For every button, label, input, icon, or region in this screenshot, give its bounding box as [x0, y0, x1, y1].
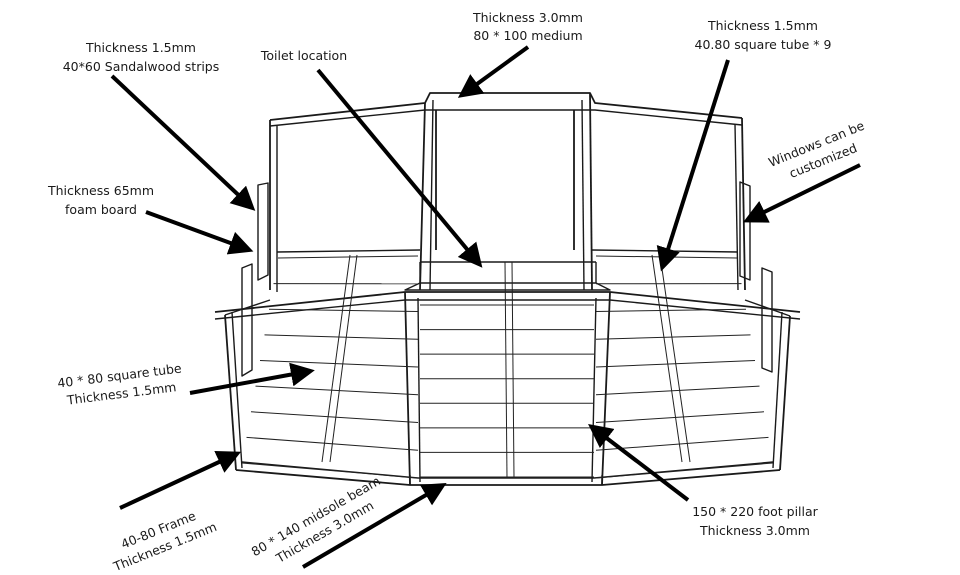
- callout-top-right-line1: Thickness 1.5mm: [707, 18, 818, 33]
- arrow-square-tube: [189, 362, 315, 395]
- floor-joist: [659, 254, 691, 463]
- floor-slat: [250, 411, 419, 423]
- floor-slat: [255, 385, 419, 396]
- floor-slats: [241, 254, 774, 479]
- floor-joist: [651, 254, 683, 463]
- floor-slat: [264, 334, 419, 340]
- arrow-pillar: [588, 423, 690, 502]
- callout-foam-line1: Thickness 65mm: [47, 183, 154, 198]
- floor-slat: [595, 411, 765, 423]
- arrow-frame: [119, 451, 242, 510]
- callout-top-left-line1: Thickness 1.5mm: [85, 40, 196, 55]
- callout-top-left-line2: 40*60 Sandalwood strips: [63, 59, 220, 74]
- arrow-midsole: [301, 482, 447, 569]
- arrow-top-right: [656, 59, 730, 272]
- floor-slat: [595, 462, 774, 479]
- callout-pillar-line1: 150 * 220 foot pillar: [692, 504, 818, 519]
- callout-toilet: Toilet location: [260, 48, 347, 63]
- callout-foam-line2: foam board: [65, 202, 137, 217]
- floor-slat: [268, 308, 419, 312]
- floor-slat: [241, 462, 419, 479]
- floor-joist: [511, 261, 515, 479]
- arrow-top-center: [457, 45, 530, 98]
- floor-slat: [595, 436, 769, 451]
- house-frame: [214, 92, 801, 486]
- callout-arrows: [110, 45, 861, 569]
- floor-joist: [504, 261, 508, 479]
- floor-slat: [595, 385, 760, 396]
- callout-top-center-line2: 80 * 100 medium: [473, 28, 582, 43]
- arrow-foam: [145, 210, 254, 255]
- arrow-top-left: [110, 74, 256, 211]
- arrow-windows: [743, 163, 861, 223]
- floor-slat: [259, 360, 419, 368]
- arrow-toilet: [316, 68, 483, 268]
- floor-joist: [321, 254, 351, 463]
- callout-pillar-line2: Thickness 3.0mm: [699, 523, 810, 538]
- floor-slat: [277, 255, 419, 259]
- floor-joist: [329, 254, 358, 463]
- floor-slat: [595, 308, 747, 312]
- callout-top-right-line2: 40.80 square tube * 9: [695, 37, 832, 52]
- callout-top-center-line1: Thickness 3.0mm: [472, 10, 583, 25]
- floor-slat: [595, 334, 751, 340]
